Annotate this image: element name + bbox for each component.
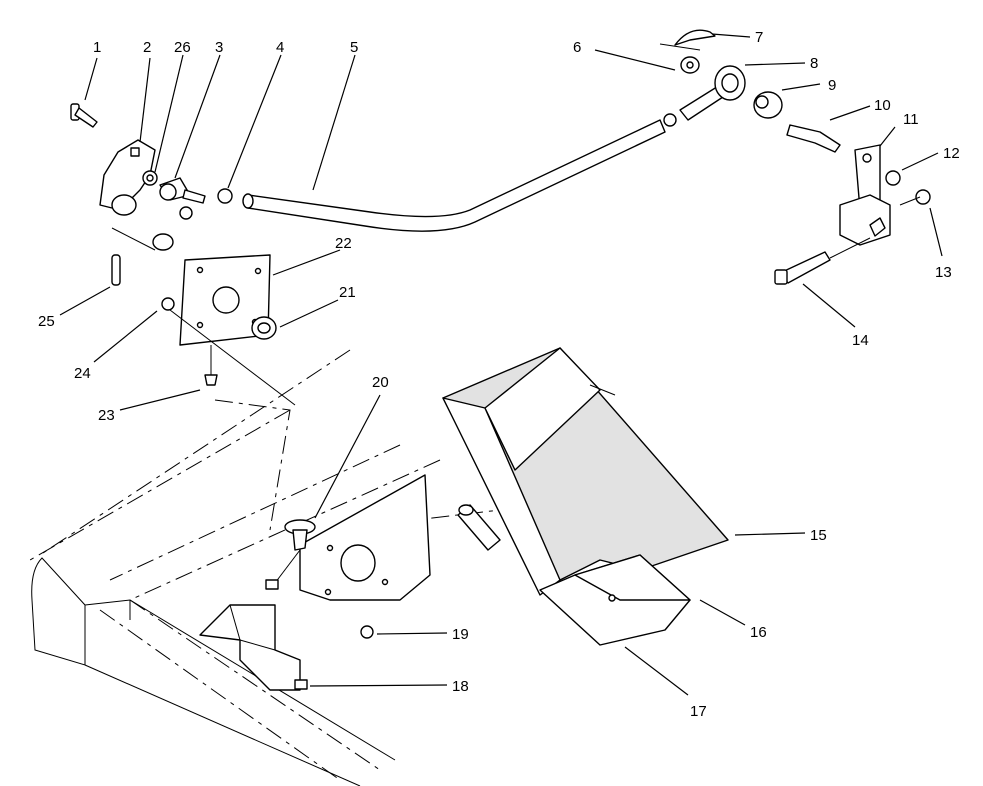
- callout-14: 14: [852, 332, 869, 349]
- callout-6: 6: [573, 39, 581, 56]
- callout-21: 21: [339, 284, 356, 301]
- callout-12: 12: [943, 145, 960, 162]
- callout-24: 24: [74, 365, 91, 382]
- callout-13: 13: [935, 264, 952, 281]
- callout-20: 20: [372, 374, 389, 391]
- callout-3: 3: [215, 39, 223, 56]
- lower-hardware: [265, 519, 374, 690]
- callout-25: 25: [38, 313, 55, 330]
- callout-9: 9: [828, 77, 836, 94]
- callout-8: 8: [810, 55, 818, 72]
- callout-10: 10: [874, 97, 891, 114]
- leader-lines: [59, 33, 943, 696]
- right-linkage: [659, 29, 931, 285]
- callout-5: 5: [350, 39, 358, 56]
- callout-23: 23: [98, 407, 115, 424]
- callout-7: 7: [755, 29, 763, 46]
- callout-16: 16: [750, 624, 767, 641]
- bracket-plate: [299, 474, 431, 601]
- channel-bracket: [199, 604, 301, 691]
- callout-26: 26: [174, 39, 191, 56]
- callout-labels: 1 2 26 3 4 5 6 7 8 9 10 11 12 13 14 15 1…: [38, 29, 960, 720]
- callout-2: 2: [143, 39, 151, 56]
- callout-18: 18: [452, 678, 469, 695]
- callout-1: 1: [93, 39, 101, 56]
- callout-19: 19: [452, 626, 469, 643]
- callout-17: 17: [690, 703, 707, 720]
- callout-15: 15: [810, 527, 827, 544]
- control-rod: [217, 113, 677, 232]
- callout-11: 11: [903, 111, 919, 128]
- callout-22: 22: [335, 235, 352, 252]
- callout-4: 4: [276, 39, 284, 56]
- pedal-assembly: [442, 347, 729, 646]
- left-linkage: [70, 103, 296, 406]
